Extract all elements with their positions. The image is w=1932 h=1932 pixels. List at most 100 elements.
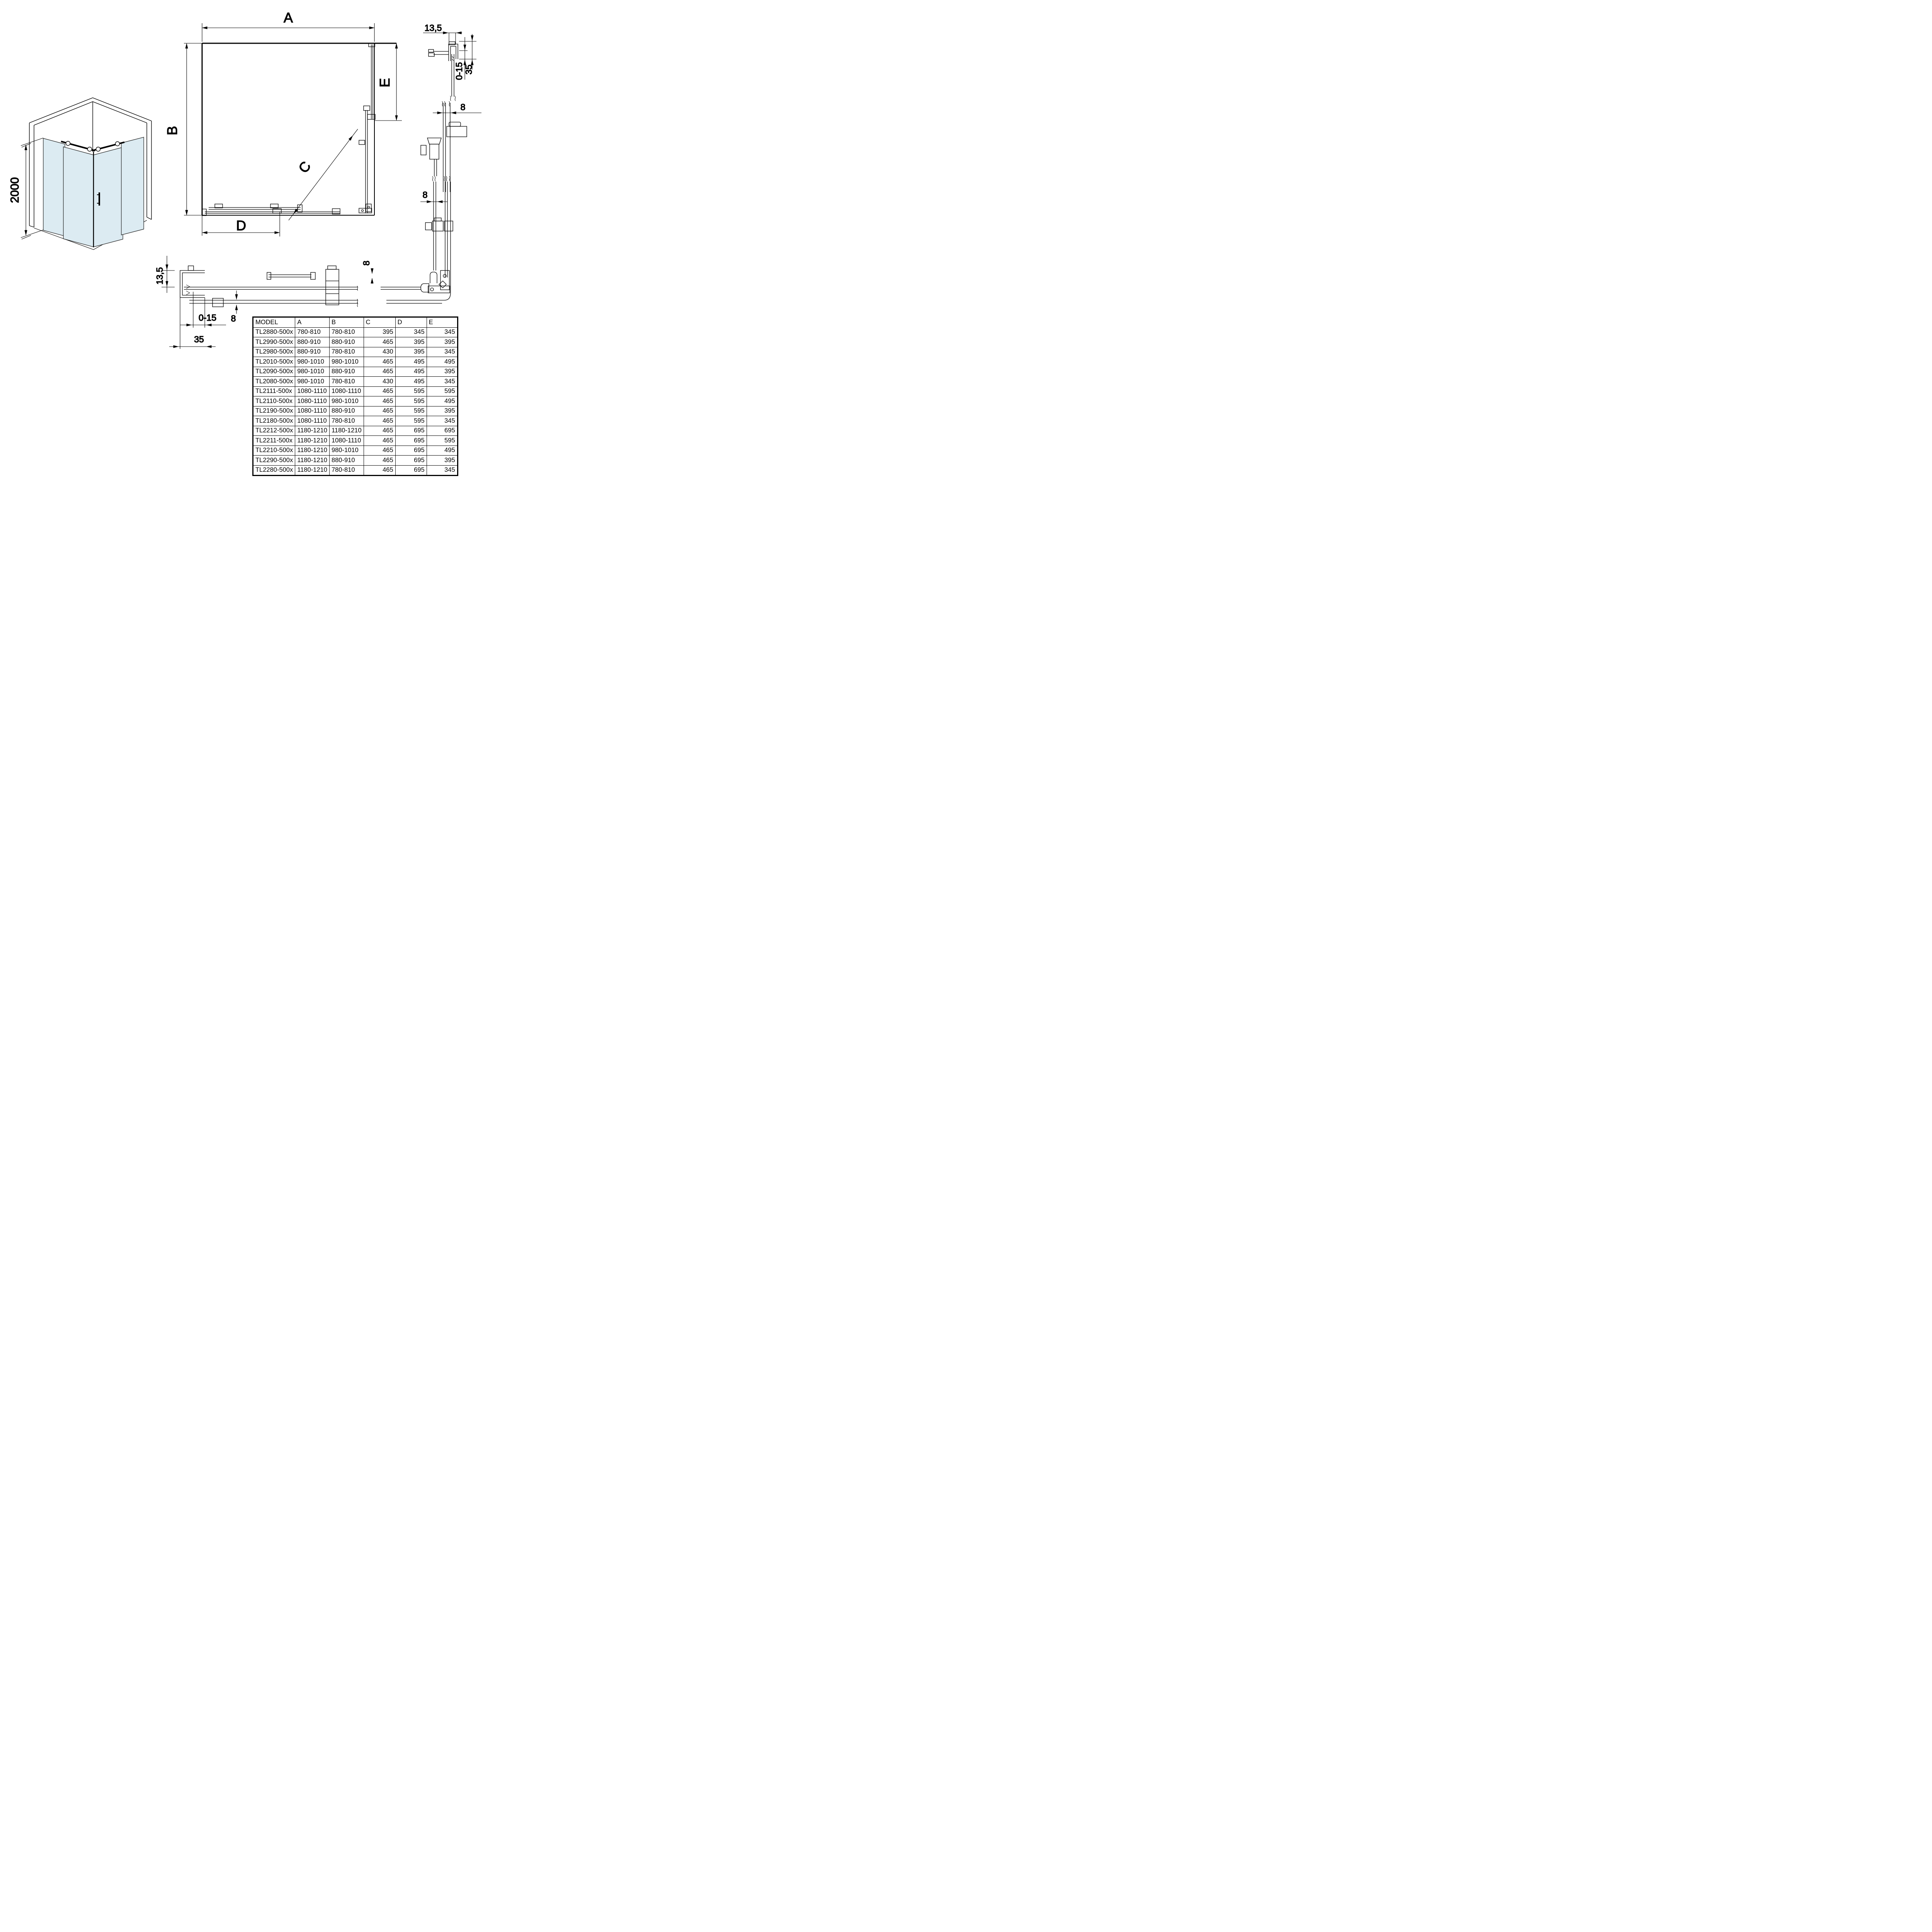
table-cell: 1080-1110 bbox=[295, 416, 330, 426]
dimension-d bbox=[202, 212, 280, 236]
table-cell: 1080-1110 bbox=[295, 386, 330, 396]
table-cell: 1180-1210 bbox=[329, 425, 364, 436]
table-cell: 495 bbox=[426, 396, 458, 406]
table-cell: 465 bbox=[363, 425, 396, 436]
table-cell: 395 bbox=[395, 347, 427, 357]
table-cell: 980-1010 bbox=[329, 357, 364, 367]
table-cell: 695 bbox=[395, 435, 427, 446]
table-cell: 780-810 bbox=[329, 376, 364, 387]
height-dimension bbox=[20, 138, 44, 240]
dim-label-8-corner: 8 bbox=[423, 190, 428, 200]
table-cell: 1080-1110 bbox=[329, 386, 364, 396]
table-cell: 395 bbox=[426, 337, 458, 347]
table-cell: 595 bbox=[426, 435, 458, 446]
table-cell: 1080-1110 bbox=[295, 396, 330, 406]
table-cell: TL2090-500x bbox=[252, 366, 296, 377]
table-cell: 345 bbox=[426, 347, 458, 357]
table-cell: TL2980-500x bbox=[252, 347, 296, 357]
col-header-a: A bbox=[295, 317, 330, 328]
dim-label-8-right: 8 bbox=[461, 102, 466, 112]
table-cell: 495 bbox=[395, 366, 427, 377]
table-cell: 780-810 bbox=[329, 416, 364, 426]
col-header-b: B bbox=[329, 317, 364, 328]
detail-wall-profile-bottom: 13,5 0-15 35 bbox=[154, 256, 358, 349]
walls bbox=[29, 97, 152, 228]
roller-icon bbox=[95, 146, 101, 152]
dimension-b bbox=[184, 43, 202, 216]
table-cell: 345 bbox=[395, 327, 427, 337]
table-cell: 980-1010 bbox=[295, 357, 330, 367]
table-cell: 465 bbox=[363, 455, 396, 466]
dim-label-a: A bbox=[284, 10, 293, 26]
table-cell: 395 bbox=[426, 455, 458, 466]
table-cell: 465 bbox=[363, 445, 396, 456]
table-cell: TL2880-500x bbox=[252, 327, 296, 337]
detail-corner-junction: 8 bbox=[381, 176, 453, 304]
table-cell: 880-910 bbox=[329, 337, 364, 347]
roller-icon bbox=[65, 141, 71, 146]
dim-label-8-bottom-left: 8 bbox=[231, 313, 236, 323]
table-cell: 980-1010 bbox=[329, 445, 364, 456]
table-cell: 695 bbox=[395, 445, 427, 456]
table-cell: 465 bbox=[363, 465, 396, 476]
table-cell: TL2212-500x bbox=[252, 425, 296, 436]
table-cell: TL2010-500x bbox=[252, 357, 296, 367]
table-cell: 880-910 bbox=[295, 347, 330, 357]
table-cell: 880-910 bbox=[329, 455, 364, 466]
fixed-panel-right bbox=[121, 137, 144, 235]
roller-icon bbox=[87, 146, 92, 152]
table-cell: 695 bbox=[395, 425, 427, 436]
plan-view: A B E D C bbox=[164, 9, 402, 236]
drawing-canvas: 2000 bbox=[8, 9, 481, 349]
table-cell: 595 bbox=[395, 416, 427, 426]
table-cell: 495 bbox=[395, 357, 427, 367]
technical-drawing-page: 2000 bbox=[0, 0, 483, 483]
door-handle bbox=[97, 192, 100, 206]
table-cell: TL2210-500x bbox=[252, 445, 296, 456]
table-cell: 695 bbox=[395, 455, 427, 466]
col-header-c: C bbox=[363, 317, 396, 328]
sliding-door-right bbox=[93, 147, 123, 247]
door-tracks bbox=[61, 141, 125, 152]
table-cell: 345 bbox=[426, 416, 458, 426]
table-cell: 345 bbox=[426, 327, 458, 337]
table-cell: 465 bbox=[363, 416, 396, 426]
table-cell: 395 bbox=[395, 337, 427, 347]
table-cell: 465 bbox=[363, 435, 396, 446]
table-cell: 430 bbox=[363, 347, 396, 357]
table-cell: 395 bbox=[426, 406, 458, 416]
table-cell: 595 bbox=[395, 406, 427, 416]
table-cell: 980-1010 bbox=[295, 366, 330, 377]
dim-label-35-bottom: 35 bbox=[194, 334, 204, 344]
bottom-panel-assembly bbox=[202, 204, 340, 216]
roller-icon bbox=[115, 141, 120, 146]
table-cell: 695 bbox=[395, 465, 427, 476]
detail-door-overlap: 8 bbox=[267, 260, 374, 305]
table-cell: 1180-1210 bbox=[295, 435, 330, 446]
right-panel-assembly bbox=[359, 43, 376, 213]
table-cell: 395 bbox=[363, 327, 396, 337]
table-cell: TL2990-500x bbox=[252, 337, 296, 347]
table-cell: TL2290-500x bbox=[252, 455, 296, 466]
table-cell: 1080-1110 bbox=[295, 406, 330, 416]
dimension-c bbox=[288, 129, 358, 221]
table-cell: 780-810 bbox=[329, 327, 364, 337]
table-cell: 495 bbox=[426, 357, 458, 367]
col-header-model: MODEL bbox=[252, 317, 296, 328]
dim-label-13-5-bottom: 13,5 bbox=[155, 267, 165, 285]
table-cell: 880-910 bbox=[295, 337, 330, 347]
detail-wall-profile-top: 13,5 0-15 35 bbox=[423, 22, 476, 101]
table-cell: 780-810 bbox=[329, 465, 364, 476]
handle-plan bbox=[359, 140, 365, 145]
table-cell: 880-910 bbox=[329, 366, 364, 377]
table-cell: TL2190-500x bbox=[252, 406, 296, 416]
table-cell: 1180-1210 bbox=[295, 465, 330, 476]
dim-label-8-bottom-mid: 8 bbox=[361, 261, 371, 266]
